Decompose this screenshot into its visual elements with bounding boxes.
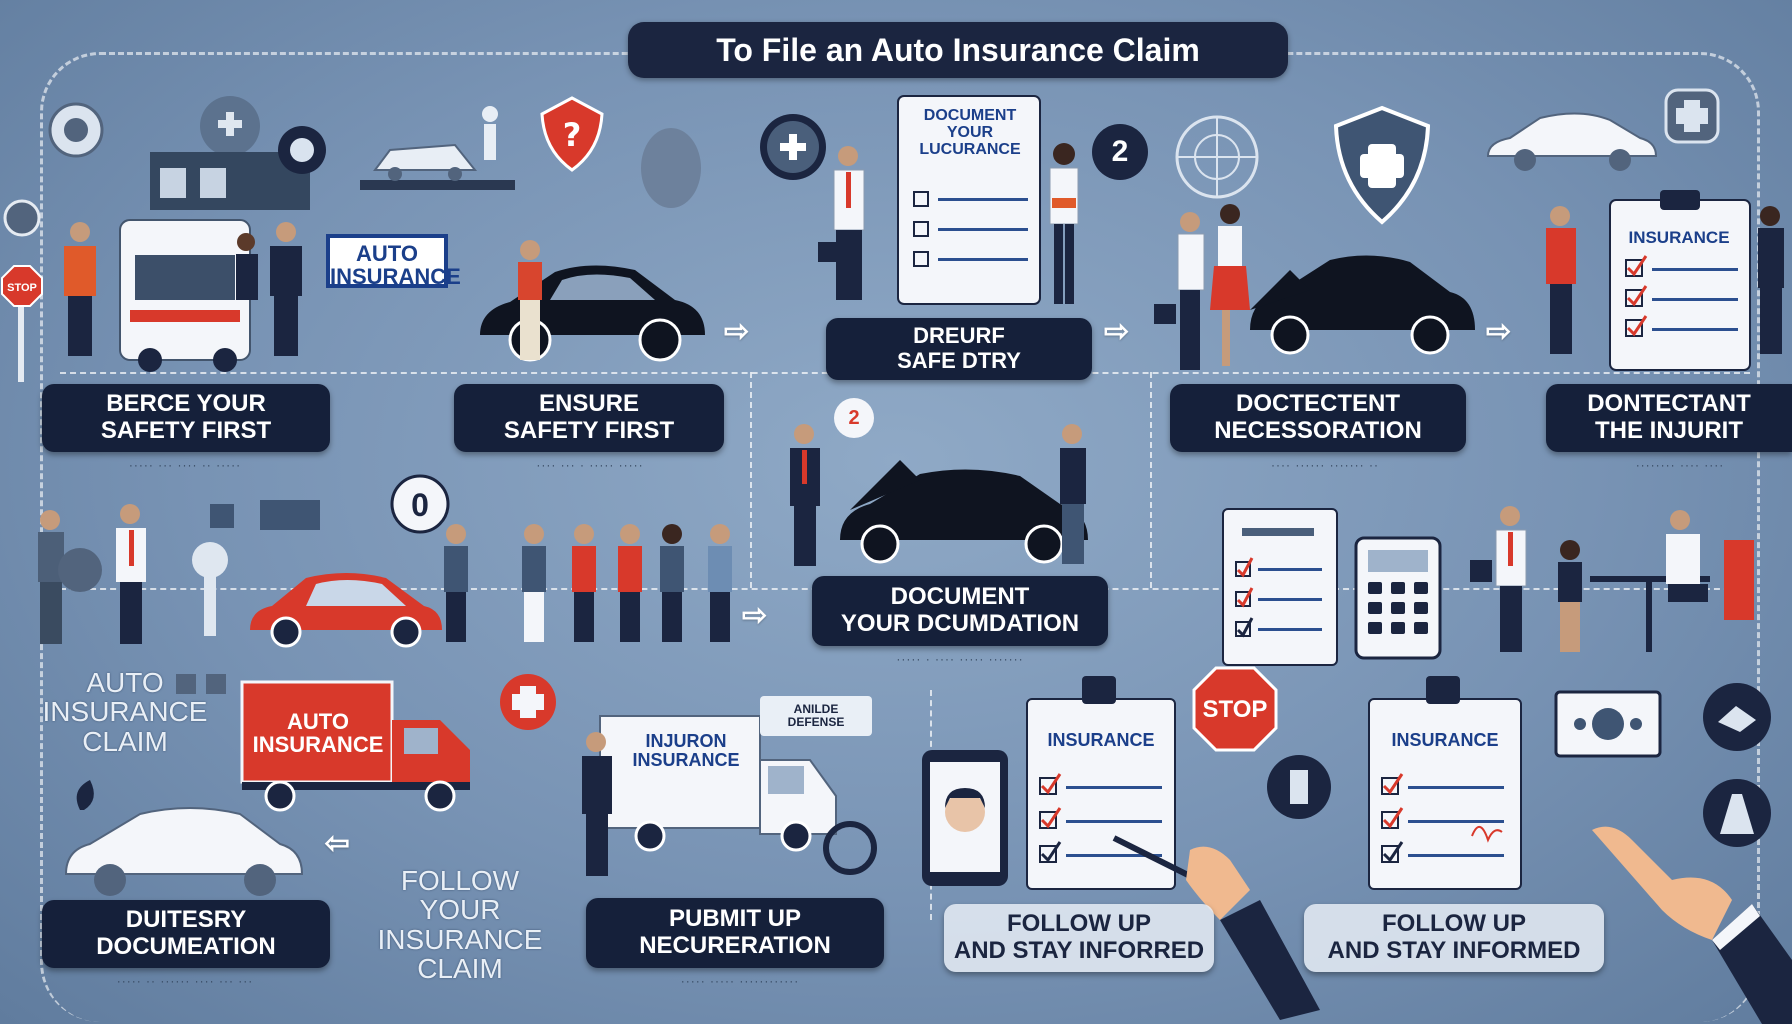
medical-cross-icon — [500, 674, 556, 730]
arrow-right-2: ⇨ — [1104, 315, 1130, 348]
calculator-icon — [1354, 536, 1442, 660]
document-clipboard-scene — [818, 95, 1041, 305]
hand-with-pen — [1112, 835, 1320, 1020]
arrow-right-1: ⇨ — [724, 315, 750, 348]
compass-icon — [1175, 115, 1259, 199]
page-title: To File an Auto Insurance Claim — [628, 22, 1288, 78]
stop-sign-icon-row3: STOP — [1192, 666, 1278, 752]
office-meeting-scene — [1470, 506, 1754, 652]
right-clipboard-heading: INSURANCE — [1628, 228, 1730, 247]
insurance-checklist-right-title: INSURANCE — [1391, 730, 1499, 750]
van-sign-text: INJURON INSURANCE — [632, 731, 740, 770]
svg-text:0: 0 — [411, 487, 429, 523]
red-truck-icon — [240, 680, 470, 812]
insurance-checklist-left-title: INSURANCE — [1047, 730, 1155, 750]
step-label-row3-4: FOLLOW UP AND STAY INFORMED — [1304, 904, 1604, 972]
group-of-people-scene — [444, 524, 732, 642]
phone-profile-icon — [922, 750, 1008, 886]
people-at-accident-scene — [38, 500, 320, 644]
pointing-hand — [1592, 826, 1792, 1024]
step-caption-4: ···· ······ ······· ·· — [1271, 458, 1379, 472]
insurance-checklist-left-marks — [1039, 676, 1162, 863]
first-aid-icon — [1664, 88, 1720, 144]
step-label-4: DOCTECTENT NECESSORATION — [1170, 384, 1466, 452]
insurance-clipboard-scene — [1546, 190, 1784, 371]
hand-icon — [641, 128, 701, 208]
red-car-icon — [250, 573, 442, 648]
auto-insurance-sign: AUTO INSURANCE — [326, 234, 461, 288]
follow-your-claim-text: FOLLOW YOUR INSURANCE CLAIM — [377, 865, 543, 985]
connector-line-vertical-1 — [750, 372, 752, 588]
step-label-1: BERCE YOUR SAFETY FIRST — [42, 384, 330, 452]
clipboard-heading: DOCUMENT YOUR LUCURANCE — [919, 107, 1021, 158]
black-car-scene — [480, 240, 705, 362]
step-caption-row3-1: ····· ·· ······ ···· ··· ··· — [116, 974, 254, 988]
step-number-badge-small: 2 — [834, 398, 874, 438]
money-card-icon — [1554, 690, 1662, 758]
small-sign-text: ANILDE DEFENSE — [760, 696, 872, 736]
plus-circle-icon — [760, 114, 826, 180]
small-icons-row — [176, 674, 226, 694]
auto-insurance-claim-text: AUTO INSURANCE CLAIM — [42, 667, 208, 757]
icon-cluster-top-left — [48, 96, 326, 210]
zero-circle-icon: 0 — [390, 474, 450, 534]
arrow-right-3: ⇨ — [1486, 315, 1512, 348]
step-caption-2: ···· ··· · ····· ····· — [536, 458, 644, 472]
woman-on-phone-figure — [1049, 143, 1079, 304]
step-label-2: ENSURE SAFETY FIRST — [454, 384, 724, 452]
stop-sign-text: STOP — [7, 282, 37, 294]
step-label-document: DOCUMENT YOUR DCUMDATION — [812, 576, 1108, 646]
arrow-right-4: ⇨ — [742, 599, 768, 632]
car-inspection-scene — [1154, 204, 1475, 370]
shield-plus-icon — [1333, 105, 1431, 225]
step-label-row3-3: FOLLOW UP AND STAY INFORRED — [944, 904, 1214, 972]
svg-text:?: ? — [563, 116, 582, 154]
step-label-3: DREURF SAFE DTRY — [826, 318, 1092, 380]
step-caption-5: ········ ···· ···· — [1635, 458, 1725, 472]
step-label-5: DONTECTANT THE INJURIT — [1546, 384, 1792, 452]
arrow-left-1: ⇨ — [324, 827, 350, 860]
delivery-van-scene — [582, 715, 877, 876]
step-caption-document: ····· · ···· ····· ······· — [896, 652, 1024, 666]
step-number-badge: 2 — [1092, 124, 1148, 180]
car-and-person-icon — [360, 106, 515, 190]
step-caption-1: ····· ··· ···· ·· ····· — [128, 458, 242, 472]
stop-sign-row3-text: STOP — [1203, 696, 1268, 723]
shield-question-icon: ? — [540, 96, 604, 172]
white-car-and-figure — [64, 780, 304, 896]
handshake-icon — [1703, 683, 1771, 751]
insurance-checklist-right-marks — [1381, 676, 1504, 863]
car-hood-open-scene — [790, 424, 1088, 566]
stop-sign-icon: STOP — [1, 265, 43, 382]
pin-circle-icon — [1267, 755, 1331, 819]
step-label-row3-1: DUITESRY DOCUMEATION — [42, 900, 330, 968]
connector-line-vertical-2 — [1150, 372, 1152, 588]
step-caption-row3-2: ····· ····· ············ — [680, 974, 800, 988]
small-circle-icon — [3, 199, 41, 237]
step-label-row3-2: PUBMIT UP NECURERATION — [586, 898, 884, 968]
white-car-icon — [1486, 112, 1658, 171]
ambulance-scene — [64, 219, 302, 372]
road-icon — [1703, 779, 1771, 847]
auto-insurance-sign-text: AUTO INSURANCE — [330, 241, 461, 290]
truck-sign-text: AUTO INSURANCE — [252, 709, 384, 758]
checklist-marks — [1235, 528, 1322, 638]
